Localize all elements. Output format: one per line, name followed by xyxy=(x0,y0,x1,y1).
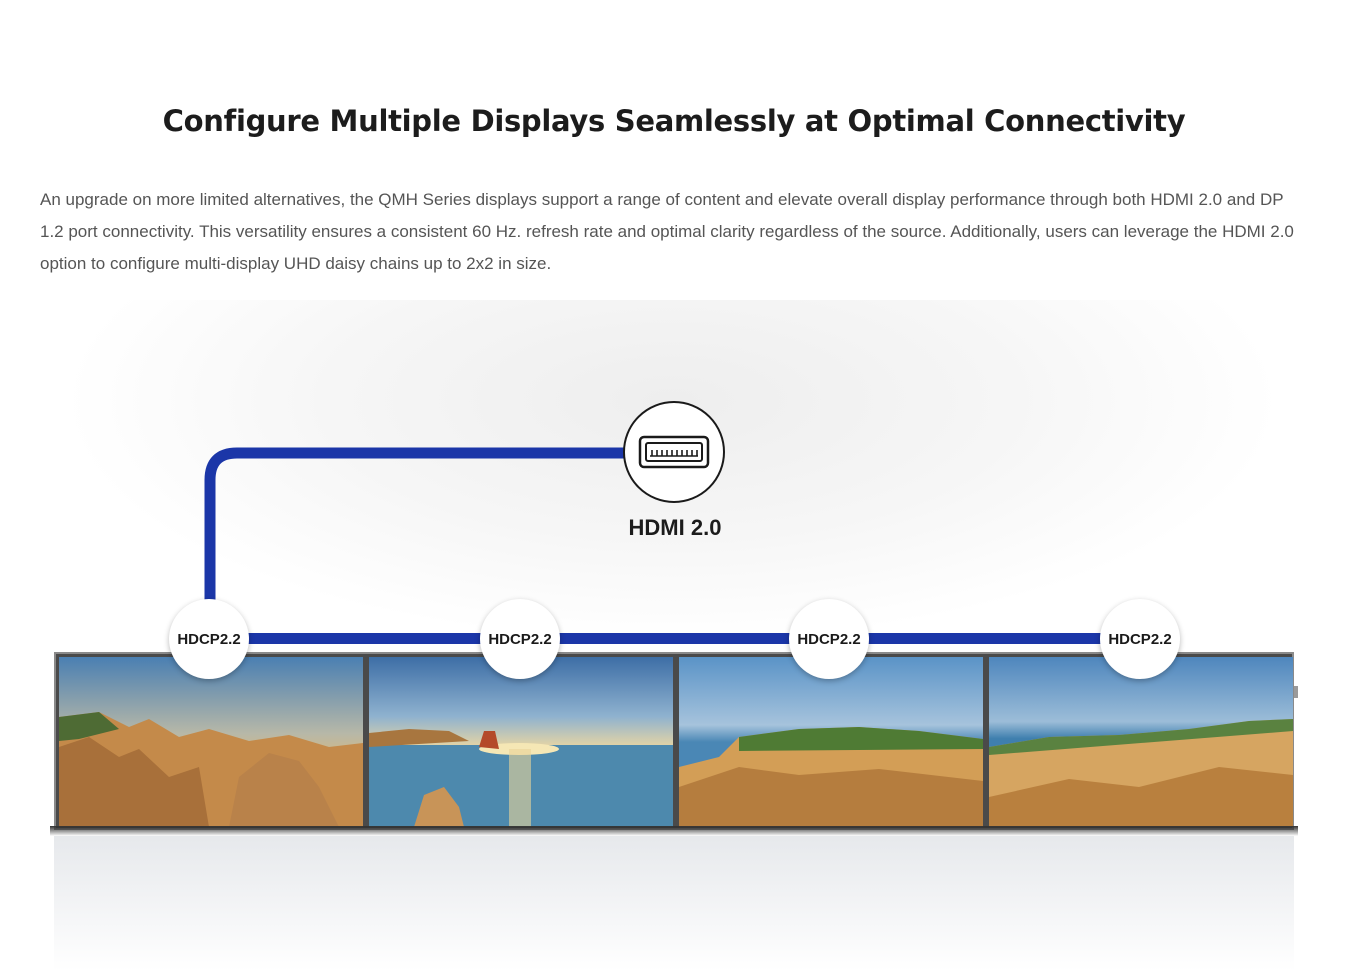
daisy-chain-diagram: HDMI 2.0 xyxy=(40,300,1304,971)
display-panel-3 xyxy=(679,657,983,827)
hdcp-badge-4: HDCP2.2 xyxy=(1100,599,1180,679)
hdcp-badge-3: HDCP2.2 xyxy=(789,599,869,679)
hdmi-port-badge xyxy=(623,401,725,503)
hdmi-cable xyxy=(204,447,625,600)
description-paragraph: An upgrade on more limited alternatives,… xyxy=(40,190,1294,273)
hdmi-port-icon xyxy=(638,435,710,469)
daisy-chain-cable xyxy=(210,633,1140,644)
display-panel-4 xyxy=(989,657,1293,827)
hdcp-badge-1: HDCP2.2 xyxy=(169,599,249,679)
display-panel-2 xyxy=(369,657,673,827)
page-title: Configure Multiple Displays Seamlessly a… xyxy=(162,104,1186,138)
video-wall xyxy=(54,652,1294,830)
wall-shadow xyxy=(50,826,1298,836)
floor-reflection xyxy=(54,836,1294,971)
hdcp-badge-2: HDCP2.2 xyxy=(480,599,560,679)
display-panel-1 xyxy=(59,657,363,827)
hdmi-port-label: HDMI 2.0 xyxy=(628,515,722,540)
wall-edge-marker xyxy=(1294,686,1298,698)
